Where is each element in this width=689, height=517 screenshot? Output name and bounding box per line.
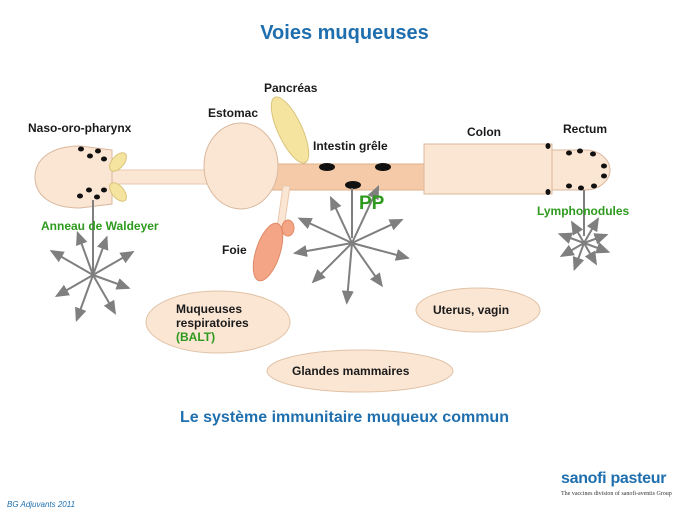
uterus-oval-text: Uterus, vagin xyxy=(433,303,510,317)
arrow xyxy=(583,242,597,266)
arrow xyxy=(75,274,94,322)
rectum xyxy=(551,149,611,191)
arrow xyxy=(572,242,585,272)
arrow xyxy=(559,242,585,258)
node xyxy=(591,183,597,189)
node xyxy=(345,181,361,189)
arrow xyxy=(341,242,354,305)
tonsil-leaf-upper xyxy=(109,152,127,172)
node xyxy=(101,187,107,193)
arrow xyxy=(292,242,353,257)
arrow xyxy=(54,274,94,297)
label-naso: Naso-oro-pharynx xyxy=(28,121,132,135)
node xyxy=(545,143,551,149)
arrow xyxy=(351,242,383,288)
arrow xyxy=(583,217,600,244)
node xyxy=(566,183,572,189)
arrow xyxy=(49,250,94,276)
arrow xyxy=(351,242,410,261)
pancreas xyxy=(270,96,310,164)
node xyxy=(545,189,551,195)
node xyxy=(87,153,93,159)
label-waldeyer: Anneau de Waldeyer xyxy=(41,219,159,233)
label-rectum: Rectum xyxy=(563,122,608,136)
arrow xyxy=(92,250,135,276)
arrow xyxy=(557,232,585,244)
label-estomac: Estomac xyxy=(208,106,259,120)
arrow xyxy=(92,274,131,290)
node xyxy=(94,194,100,200)
label-foie: Foie xyxy=(222,243,247,257)
node xyxy=(95,148,101,154)
label-lympho: Lymphonodules xyxy=(537,204,630,218)
tonsil-leaf-lower xyxy=(109,182,127,202)
arrow xyxy=(76,230,94,276)
brand-logo: sanofi pasteur xyxy=(561,470,667,487)
gallbladder xyxy=(281,219,295,237)
subtitle: Le système immunitaire muqueux commun xyxy=(180,409,509,426)
node xyxy=(77,193,83,199)
node xyxy=(101,156,107,162)
pharynx-tube xyxy=(109,169,209,185)
arrow xyxy=(583,242,611,254)
arrow xyxy=(571,220,585,244)
colon-tube xyxy=(423,143,553,195)
brand-tagline: The vaccines division of sanofi-aventis … xyxy=(561,491,672,497)
arrow xyxy=(92,274,117,315)
stomach xyxy=(203,122,279,210)
uterus-oval xyxy=(415,287,541,333)
lymph-nodes xyxy=(77,143,607,200)
node xyxy=(577,148,583,154)
arrow xyxy=(92,235,109,276)
resp-line1: Muqueuses xyxy=(176,302,243,316)
resp-line3: (BALT) xyxy=(176,330,216,344)
node xyxy=(86,187,92,193)
node xyxy=(375,163,391,171)
glandes-oval xyxy=(266,349,454,393)
arrow-burst-pp xyxy=(292,184,410,305)
node xyxy=(601,173,607,179)
arrow-burst-lympho xyxy=(557,217,611,272)
arrow-burst-naso xyxy=(49,230,135,322)
resp-oval-text: Muqueuses respiratoires (BALT) xyxy=(176,302,249,344)
arrow xyxy=(311,242,353,284)
arrow xyxy=(351,184,380,244)
liver xyxy=(252,222,284,282)
glandes-oval-text: Glandes mammaires xyxy=(292,364,410,378)
label-intestin: Intestin grêle xyxy=(313,139,388,153)
resp-line2: respiratoires xyxy=(176,316,249,330)
arrow xyxy=(351,218,404,244)
node xyxy=(319,163,335,171)
footer-credit: BG Adjuvants 2011 xyxy=(7,500,76,509)
arrow xyxy=(329,195,353,244)
naso-head xyxy=(34,145,113,209)
arrow xyxy=(297,217,353,244)
node xyxy=(78,146,84,152)
label-colon: Colon xyxy=(467,125,501,139)
resp-oval xyxy=(145,290,291,354)
label-pancreas: Pancréas xyxy=(264,81,318,95)
label-pp: PP xyxy=(359,193,385,214)
node xyxy=(578,185,584,191)
node xyxy=(590,151,596,157)
page-title: Voies muqueuses xyxy=(260,22,429,44)
node xyxy=(601,163,607,169)
arrow xyxy=(583,233,609,245)
node xyxy=(566,150,572,156)
